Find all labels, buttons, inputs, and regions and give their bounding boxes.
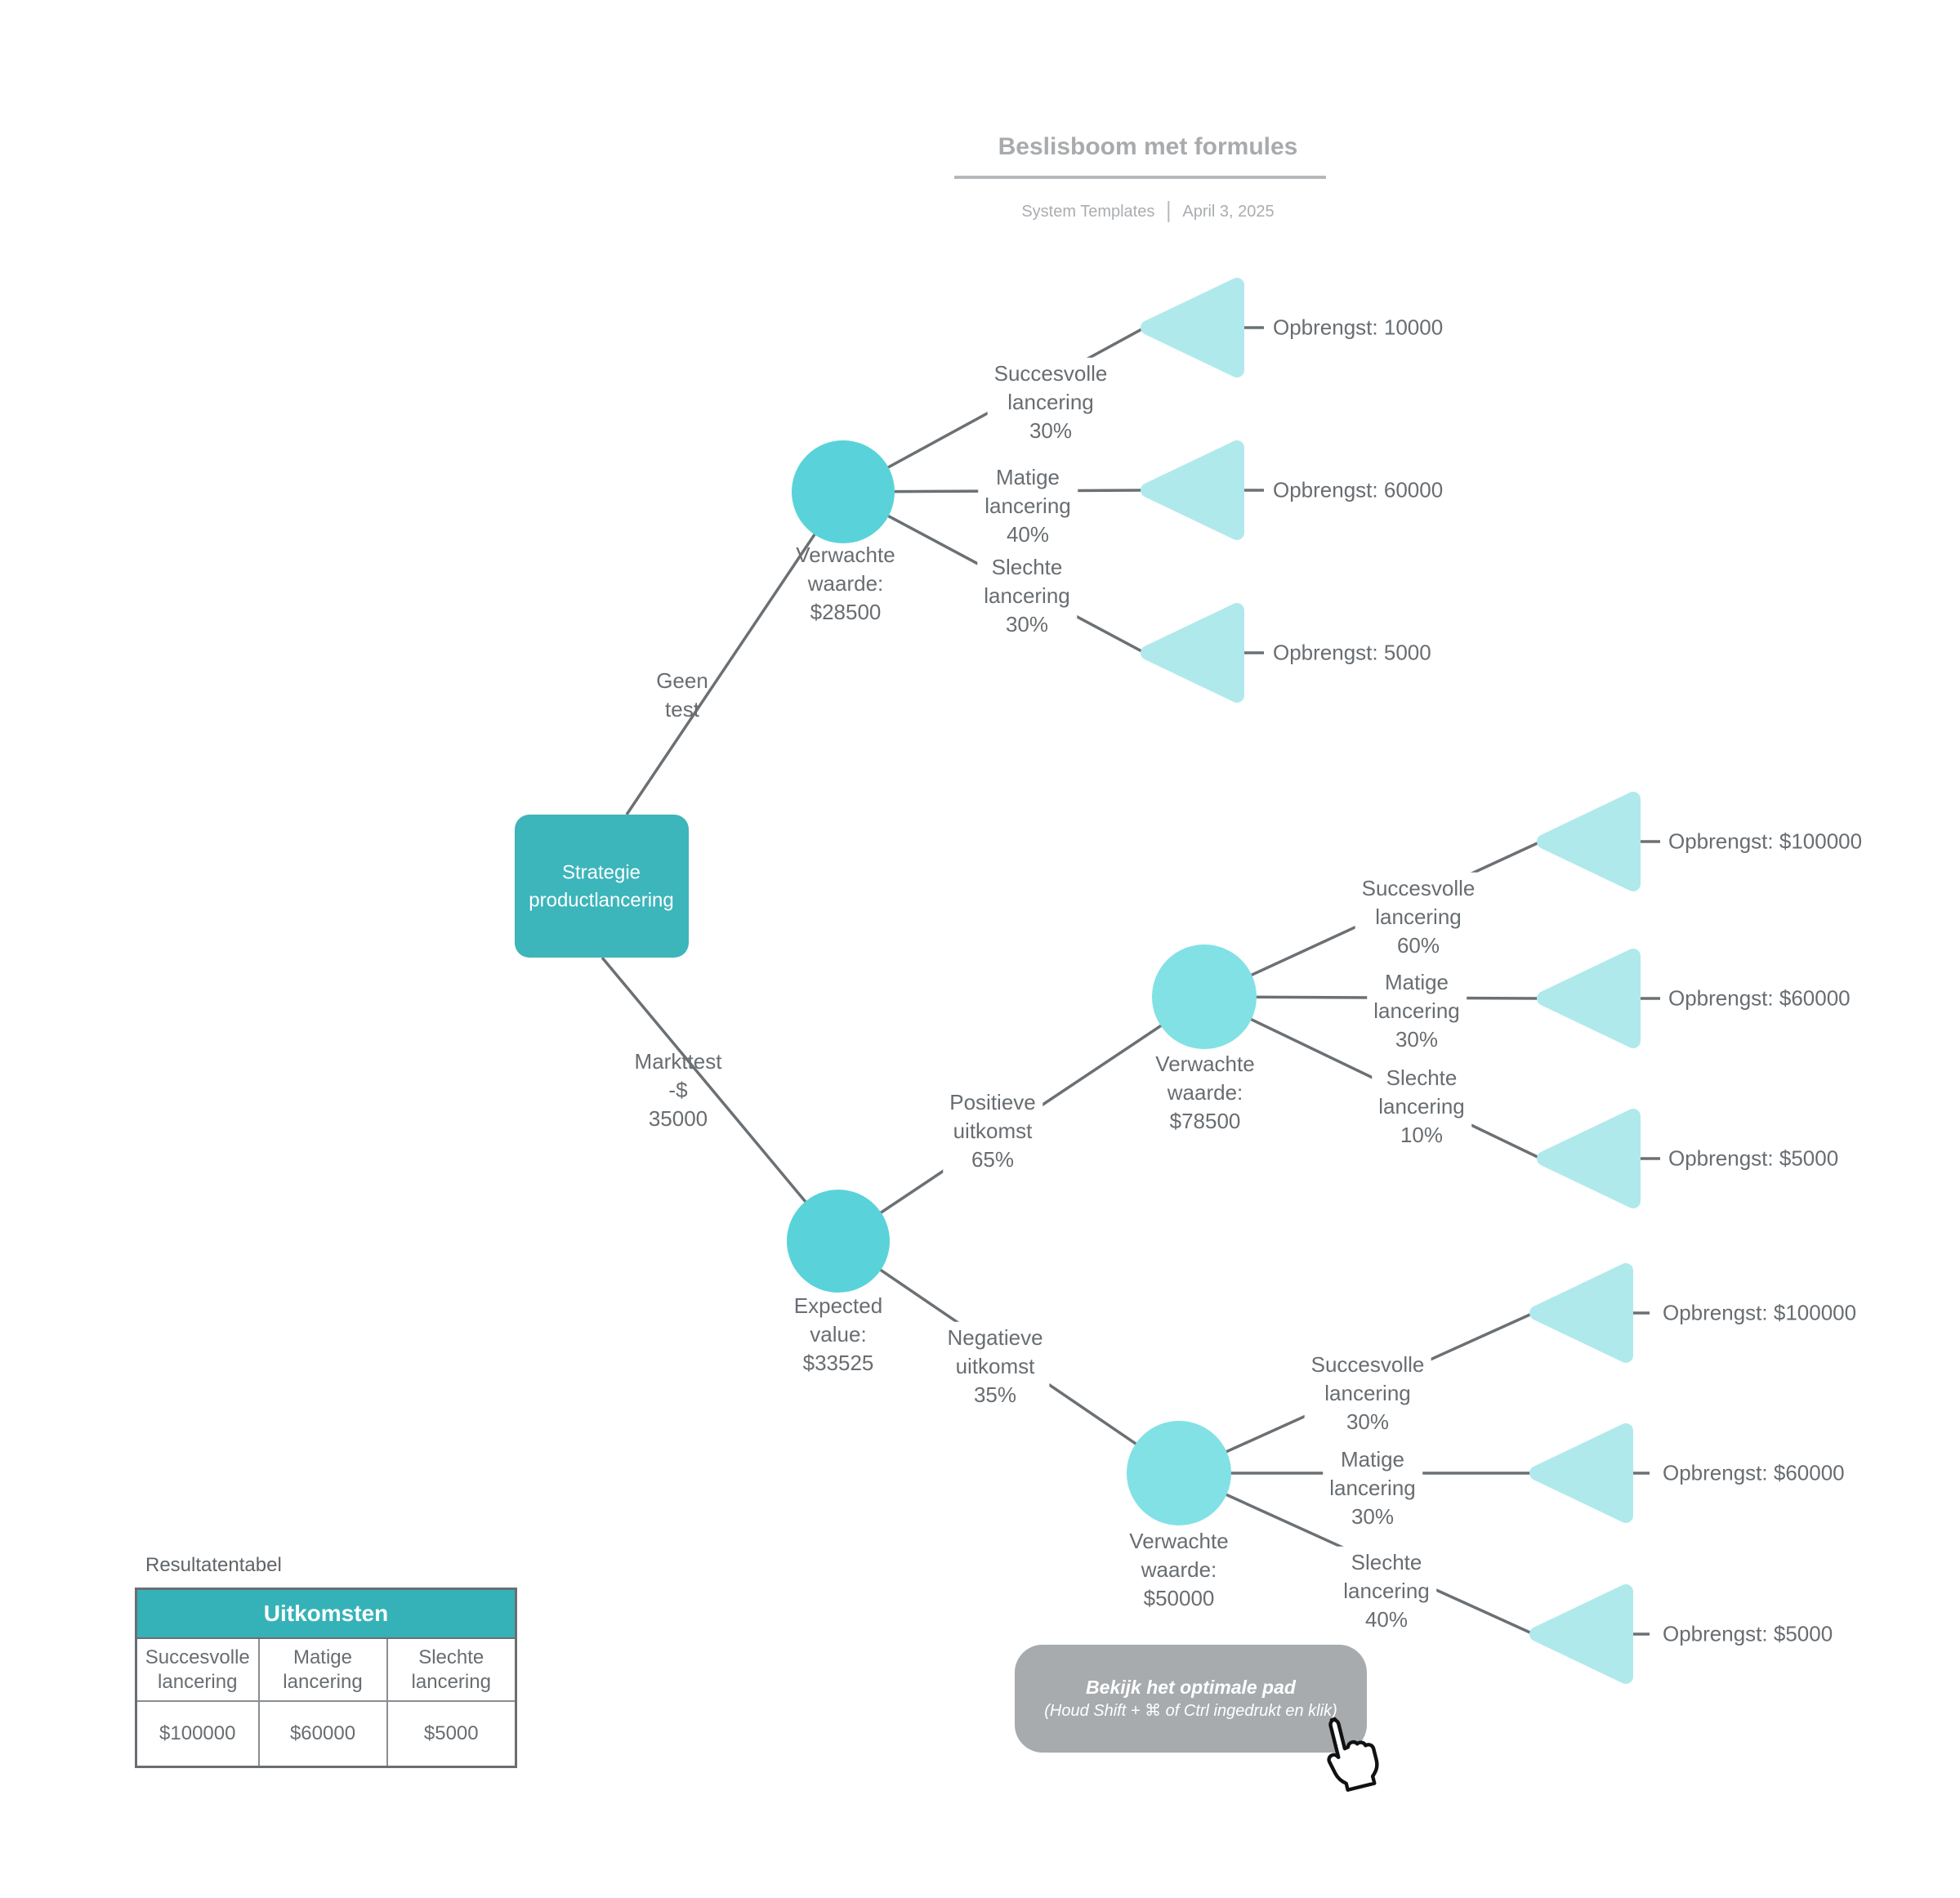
outcome-label-mid-1: Opbrengst: $100000 bbox=[1668, 828, 1863, 854]
branch-label-bottom-succesvol: Succesvolle lancering 30% bbox=[1304, 1348, 1431, 1438]
outcome-label-top-3: Opbrengst: 5000 bbox=[1273, 640, 1431, 665]
edge-label-negatieve-uitkomst: Negatieve uitkomst 35% bbox=[940, 1321, 1050, 1411]
outcome-label-top-2: Opbrengst: 60000 bbox=[1273, 477, 1444, 502]
endpoint-triangle-mid-3[interactable] bbox=[1537, 1109, 1641, 1208]
node-label-verwachte-waarde-28500: Verwachte waarde: $28500 bbox=[796, 542, 895, 624]
branch-label-mid-succesvol: Succesvolle lancering 60% bbox=[1355, 872, 1482, 962]
results-table-value-succesvol: $100000 bbox=[135, 1700, 260, 1768]
chance-node-negatief[interactable] bbox=[1127, 1421, 1231, 1525]
optimal-path-button[interactable]: Bekijk het optimale pad (Houd Shift + ⌘ … bbox=[1015, 1645, 1367, 1753]
edge-label-markttest: Markttest -$ 35000 bbox=[634, 1048, 722, 1131]
subtitle-divider bbox=[1168, 201, 1170, 222]
edge-label-positieve-uitkomst: Positieve uitkomst 65% bbox=[943, 1086, 1043, 1176]
optimal-path-button-title: Bekijk het optimale pad bbox=[1086, 1677, 1296, 1699]
outcome-label-mid-3: Opbrengst: $5000 bbox=[1668, 1145, 1839, 1171]
outcome-label-bottom-3: Opbrengst: $5000 bbox=[1663, 1621, 1833, 1646]
results-table-value-slecht: $5000 bbox=[386, 1700, 517, 1768]
endpoint-triangle-top-1[interactable] bbox=[1141, 278, 1244, 377]
optimal-path-button-hint: (Houd Shift + ⌘ of Ctrl ingedrukt en kli… bbox=[1044, 1701, 1337, 1720]
node-label-verwachte-waarde-78500: Verwachte waarde: $78500 bbox=[1155, 1051, 1255, 1133]
hand-cursor-icon bbox=[1327, 1717, 1379, 1792]
endpoint-triangle-bottom-1[interactable] bbox=[1529, 1263, 1633, 1363]
results-table: Uitkomsten Succesvolle lancering Matige … bbox=[135, 1588, 518, 1768]
chance-node-geen-test[interactable] bbox=[792, 440, 895, 543]
results-table-header: Uitkomsten bbox=[135, 1588, 517, 1639]
results-table-col-slecht: Slechte lancering bbox=[386, 1637, 517, 1702]
chance-node-positief[interactable] bbox=[1152, 945, 1257, 1049]
node-label-verwachte-waarde-50000: Verwachte waarde: $50000 bbox=[1129, 1528, 1229, 1610]
branch-label-top-slecht: Slechte lancering 30% bbox=[977, 551, 1077, 641]
edge-root-geen-test[interactable] bbox=[625, 491, 845, 815]
branch-label-top-succesvol: Succesvolle lancering 30% bbox=[987, 357, 1114, 447]
results-table-col-matig: Matige lancering bbox=[257, 1637, 388, 1702]
node-label-expected-value-33525: Expected value: $33525 bbox=[793, 1293, 883, 1375]
branch-label-bottom-matig: Matige lancering 30% bbox=[1323, 1443, 1422, 1533]
date: April 3, 2025 bbox=[1182, 202, 1275, 221]
outcome-label-bottom-2: Opbrengst: $60000 bbox=[1663, 1460, 1845, 1485]
outcome-label-top-1: Opbrengst: 10000 bbox=[1273, 315, 1444, 340]
branch-label-mid-matig: Matige lancering 30% bbox=[1367, 966, 1467, 1056]
branch-label-top-matig: Matige lancering 40% bbox=[978, 461, 1078, 551]
chance-node-markttest[interactable] bbox=[787, 1190, 890, 1293]
branch-label-bottom-slecht: Slechte lancering 40% bbox=[1337, 1546, 1436, 1636]
title-underline bbox=[954, 176, 1326, 179]
results-table-col-succesvol: Succesvolle lancering bbox=[135, 1637, 260, 1702]
endpoint-triangle-top-2[interactable] bbox=[1141, 440, 1244, 540]
results-table-label: Resultatentabel bbox=[145, 1554, 282, 1576]
endpoint-triangle-top-3[interactable] bbox=[1141, 603, 1244, 703]
author: System Templates bbox=[1021, 202, 1155, 221]
root-node-label: Strategie productlancering bbox=[529, 861, 674, 911]
edge-root-markttest[interactable] bbox=[601, 956, 840, 1243]
subtitle: System Templates April 3, 2025 bbox=[1021, 201, 1275, 222]
results-table-value-matig: $60000 bbox=[257, 1700, 388, 1768]
endpoint-triangle-bottom-3[interactable] bbox=[1529, 1584, 1633, 1684]
endpoint-triangle-bottom-2[interactable] bbox=[1529, 1423, 1633, 1523]
root-decision-node[interactable] bbox=[515, 815, 689, 958]
edge-label-geen-test: Geen test bbox=[656, 668, 708, 721]
outcome-label-bottom-1: Opbrengst: $100000 bbox=[1663, 1300, 1857, 1325]
branch-label-mid-slecht: Slechte lancering 10% bbox=[1372, 1061, 1471, 1151]
page-title: Beslisboom met formules bbox=[998, 133, 1298, 160]
outcome-label-mid-2: Opbrengst: $60000 bbox=[1668, 985, 1851, 1011]
endpoint-triangle-mid-2[interactable] bbox=[1537, 949, 1641, 1048]
endpoint-triangle-mid-1[interactable] bbox=[1537, 792, 1641, 891]
